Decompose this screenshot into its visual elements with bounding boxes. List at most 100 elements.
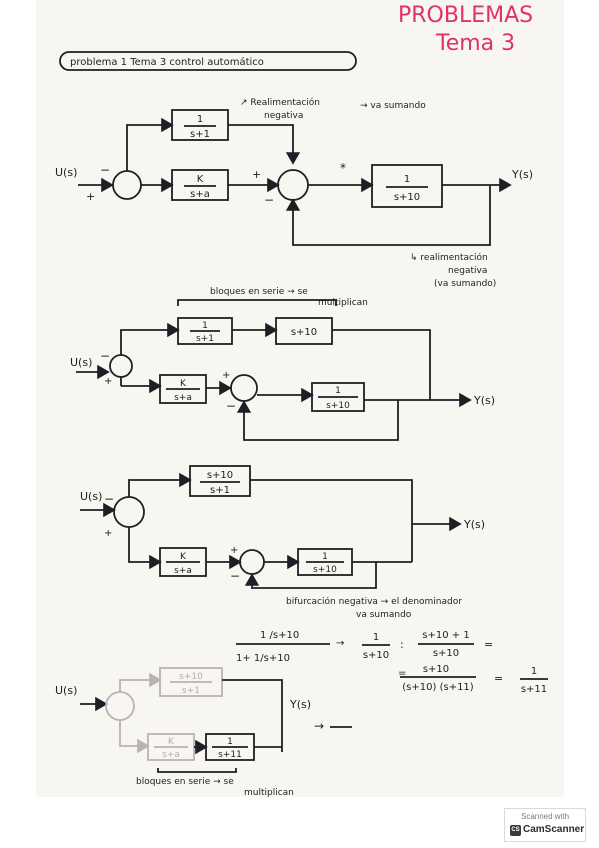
d2-block-middle-den: s+a (174, 393, 192, 403)
d1-top-return (228, 124, 301, 165)
d3-sign-minus2: − (230, 569, 240, 583)
camscanner-logo-icon: CS (510, 825, 521, 836)
d3-block-middle-num: K (180, 552, 187, 562)
d1-note-top-arrow: → va sumando (360, 101, 426, 111)
d2-feedback (236, 400, 399, 441)
d4-summing-junction (105, 691, 135, 721)
d1-sign-minus2: − (264, 193, 274, 207)
d1-note-top: ↗ Realimentación negativa (240, 97, 323, 121)
d2-block-middle (159, 374, 207, 404)
d2-sign-plus1: + (104, 376, 112, 387)
subtitle-frame (59, 51, 357, 71)
d2-top-return (332, 329, 431, 400)
d3-top-return (250, 479, 413, 524)
eq-final-num: 1 (531, 666, 537, 677)
diagram-4: U(s) s+10 s+1 Y(s) → K s+a 1 s+11 (55, 667, 352, 798)
d2-note-top: bloques en serie → se multiplican (210, 287, 368, 308)
d3-block-feedback-num: 1 (322, 552, 328, 562)
d1-block-plant (371, 164, 443, 208)
d1-input-label: U(s) (55, 166, 77, 179)
eq-rhs-num: s+10 + 1 (422, 630, 469, 641)
eq-line2-num: s+10 (423, 664, 449, 675)
d3-sign-plus2: + (230, 545, 238, 556)
d2-block-plant-num: 1 (335, 386, 341, 396)
d4-note: bloques en serie → se multiplican (136, 777, 294, 798)
d1-bottom-feedback (285, 185, 491, 246)
d2-summing-junction-1 (109, 354, 133, 378)
d2-block-top2-label: s+10 (291, 327, 317, 338)
eq-equal1: = (484, 638, 493, 651)
d3-note: bifurcación negativa → el denominador va… (286, 596, 465, 620)
eq-lhs-den: 1+ 1/s+10 (236, 653, 290, 664)
d2-sign-minus2: − (226, 399, 236, 413)
eq-line2-prefix: = (398, 668, 406, 679)
d3-sign-plus1: + (104, 528, 112, 539)
eq-mid-num: 1 (373, 632, 379, 643)
diagram-2: bloques en serie → se multiplican U(s) −… (70, 287, 495, 441)
d1-sign-minus1: − (100, 163, 110, 177)
d2-output-label: Y(s) (473, 394, 495, 407)
d3-sign-minus1: − (104, 492, 114, 506)
d4-block-top (159, 667, 223, 697)
title-line1: PROBLEMAS (398, 3, 533, 28)
title-line2: Tema 3 (435, 31, 515, 56)
d1-sign-plus2: + (252, 168, 261, 181)
eq-lhs-num: 1 /s+10 (260, 630, 299, 641)
eq-div: : (400, 638, 404, 651)
d1-sign-star: * (340, 161, 346, 175)
d1-summing-junction-1 (112, 170, 142, 200)
d4-top-return (222, 679, 283, 752)
scanned-with-text: Scanned with (520, 812, 570, 821)
d1-note-top-line2: negativa (264, 111, 303, 121)
eq-rhs-den: s+10 (433, 648, 459, 659)
d3-feedback (244, 561, 377, 589)
d1-block-middle-num: K (197, 174, 204, 185)
d1-block-plant-num: 1 (404, 174, 410, 185)
d1-note-top-line1: ↗ Realimentación (240, 97, 320, 108)
d1-top-path (126, 117, 174, 171)
d2-block-middle-num: K (180, 379, 187, 389)
d3-down-path (128, 527, 162, 570)
d3-summing-junction-1 (113, 496, 145, 528)
camscanner-name: CamScanner (523, 824, 585, 835)
d3-block-top-den: s+1 (210, 485, 230, 496)
d2-sign-minus1: − (100, 349, 110, 363)
d3-block-middle-den: s+a (174, 566, 192, 576)
d1-summing-junction-2 (277, 169, 309, 201)
d2-input-label: U(s) (70, 356, 92, 369)
d3-output-label: Y(s) (463, 518, 485, 531)
d1-output-label: Y(s) (511, 168, 533, 181)
d2-brace (177, 299, 337, 306)
d4-input-label: U(s) (55, 684, 77, 697)
diagram-3: U(s) − + s+10 s+1 Y(s) K s+a + − 1 (80, 465, 485, 620)
eq-arrow: → (336, 638, 344, 649)
d2-sign-plus2: + (222, 370, 230, 381)
d2-block-plant-den: s+10 (326, 401, 350, 411)
camscanner-badge: Scanned with CS CamScanner (504, 808, 586, 842)
eq-equal2: = (494, 672, 503, 685)
d2-summing-junction-2 (230, 374, 258, 402)
d4-block-bottom2-den: s+11 (218, 750, 242, 760)
d4-brace (157, 768, 237, 773)
d3-block-feedback-den: s+10 (313, 565, 337, 575)
d1-block-top-den: s+1 (190, 129, 210, 140)
d2-block-top2 (275, 317, 333, 345)
d3-summing-junction-2 (239, 549, 265, 575)
d2-block-top1 (177, 317, 233, 345)
d3-block-top-num: s+10 (207, 470, 233, 481)
d3-top-path (128, 472, 192, 497)
d2-block-top1-den: s+1 (196, 334, 214, 344)
eq-final-den: s+11 (521, 684, 547, 695)
paper-sheet (36, 0, 564, 797)
eq-line2-den: (s+10) (s+11) (402, 682, 474, 693)
d4-arrow-label: → (314, 719, 324, 733)
d3-input-label: U(s) (80, 490, 102, 503)
equations: 1 /s+10 1+ 1/s+10 → 1 s+10 : s+10 + 1 s+… (236, 630, 548, 695)
d4-top-path (119, 672, 162, 692)
d2-top-path (120, 322, 180, 355)
d4-block-top-den: s+1 (182, 686, 200, 696)
d4-down-path (119, 720, 150, 754)
d2-block-top1-num: 1 (202, 321, 208, 331)
